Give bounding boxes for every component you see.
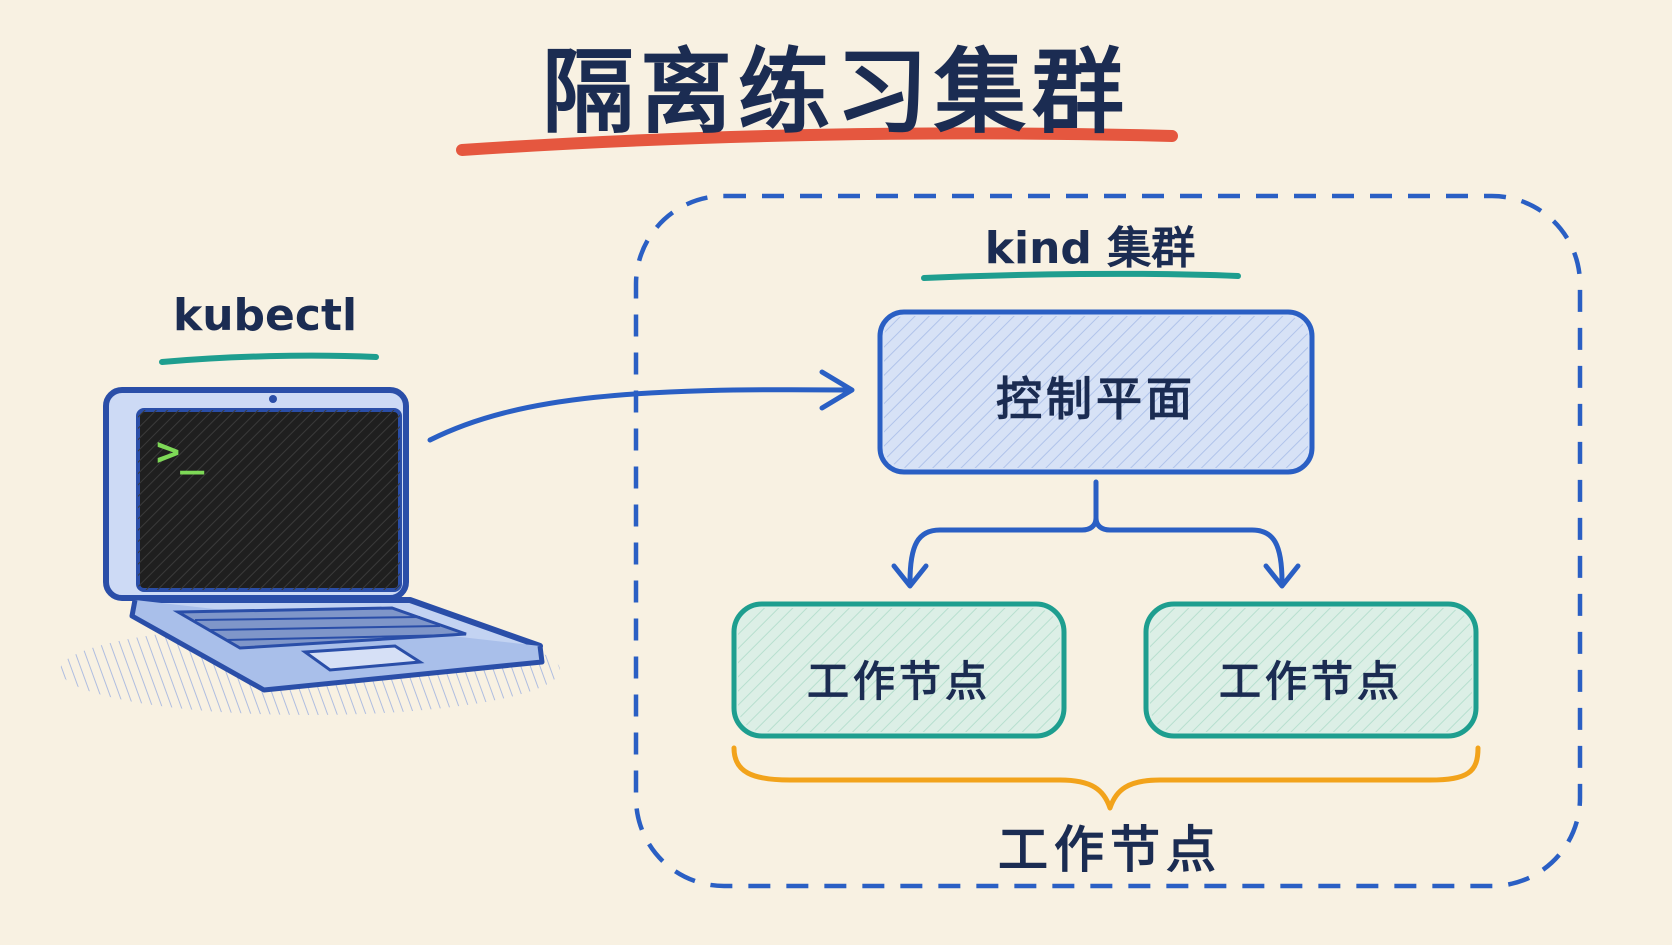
kubectl-underline [159,352,379,365]
title-underline [456,127,1178,156]
kubectl-to-control-plane-arrow [427,387,849,443]
page-title: 隔离练习集群 [541,39,1130,146]
cluster-label-underline [921,270,1241,281]
kind-cluster-label: kind 集群 [984,223,1196,274]
laptop-icon [60,387,560,715]
worker-group-label: 工作节点 [998,821,1222,879]
control-plane-label: 控制平面 [996,372,1196,426]
arrowhead-icon [819,369,855,411]
kubectl-label: kubectl [172,290,358,341]
worker-group-brace [731,745,1481,811]
control-to-workers-arrows [891,479,1301,589]
kind-cluster-boundary [633,193,1583,889]
worker-node-label-1: 工作节点 [806,657,991,706]
worker-node-label-2: 工作节点 [1218,657,1403,706]
terminal-prompt: >_ [156,429,205,475]
